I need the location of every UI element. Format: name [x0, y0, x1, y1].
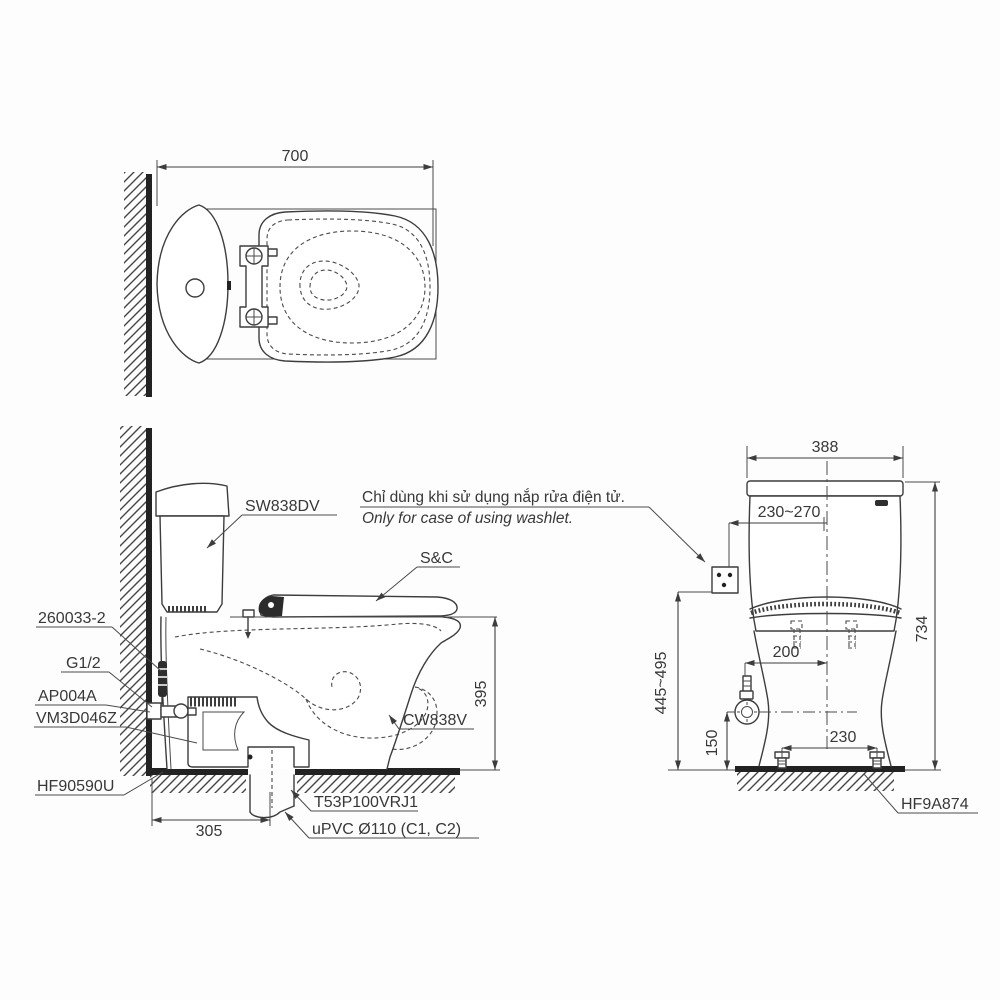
label-drain-socket: VM3D046Z [34, 710, 198, 744]
seat-hinge-pin [268, 602, 274, 608]
label-floor-flange: HF90590U [35, 771, 164, 796]
dim-overall-length: 700 [156, 148, 434, 246]
front-view: 388 230~270 445~495 200 150 [653, 439, 978, 814]
note-vietnamese: Chỉ dùng khi sử dụng nắp rửa điện tử. [362, 489, 625, 506]
seat-hidden-edge [266, 218, 431, 356]
label-text-t53p100vrj1: T53P100VRJ1 [314, 794, 418, 811]
bowl-back-inner-line [165, 616, 172, 770]
label-text-cw838v: CW838V [403, 712, 467, 729]
label-text-vm3d046z: VM3D046Z [36, 710, 117, 727]
label-text-ap004a: AP004A [38, 688, 97, 705]
label-text-sc: S&C [420, 550, 453, 567]
bowl-rim-hidden [279, 230, 426, 344]
label-tank: SW838DV [206, 498, 337, 549]
floor-hatch-right [297, 775, 455, 793]
seat-bolt-nut [242, 609, 255, 618]
supply-pipe-shape [158, 661, 167, 697]
dim-supply-height: 150 [704, 711, 735, 770]
hidden-rim-line [174, 622, 442, 638]
label-text-260033-2: 260033-2 [38, 610, 106, 627]
tank-lid-side [155, 482, 230, 517]
hidden-trap-outlet [391, 686, 438, 751]
hinge-bolt-front-left [790, 620, 803, 649]
bowl-front-profile [386, 616, 462, 770]
wall-line-side-view [146, 428, 152, 776]
floor-line-right [295, 768, 460, 775]
supply-fitting-front [734, 675, 857, 725]
label-supply-pipe: 260033-2 [36, 610, 162, 672]
label-text-sw838dv: SW838DV [245, 498, 320, 515]
dim-text-305: 305 [196, 823, 223, 840]
label-seat: S&C [375, 550, 460, 602]
washlet-note: Chỉ dùng khi sử dụng nắp rửa điện tử. On… [360, 489, 706, 563]
label-text-upvc: uPVC Ø110 (C1, C2) [312, 821, 461, 838]
drain-cavity [202, 711, 246, 751]
water-surface-hidden-inner [309, 269, 348, 301]
dim-text-200: 200 [773, 644, 800, 661]
dim-outlet-height: 445~495 [653, 591, 712, 770]
label-pipe: uPVC Ø110 (C1, C2) [284, 811, 479, 839]
dim-text-230: 230 [830, 729, 857, 746]
tank-lid-front [746, 480, 904, 497]
dim-supply-range: 230~270 [728, 504, 827, 567]
drain-dot [247, 754, 253, 760]
dim-text-445-495: 445~495 [653, 652, 670, 715]
floor-line-left [146, 768, 248, 775]
top-view: 700 [124, 148, 439, 397]
valve-flange [173, 703, 189, 719]
floor-line-front [735, 766, 905, 772]
centerline-tick [227, 281, 231, 290]
label-fixing-kit: HF9A874 [863, 773, 978, 814]
floor-hatch-front [737, 772, 894, 791]
floor-hatch-left [150, 775, 246, 793]
tank-body-front [748, 495, 902, 632]
dim-supply-offset: 200 [744, 644, 827, 676]
dim-tank-width: 388 [746, 439, 904, 478]
dim-text-734: 734 [914, 616, 931, 643]
hinge-bolt-top-cross [246, 248, 262, 264]
label-bowl: CW838V [388, 712, 474, 730]
bowl-left-profile-front [753, 630, 770, 767]
tank-plan [156, 204, 229, 364]
hidden-bowl-curve [199, 648, 362, 711]
brand-logo-mark [875, 500, 888, 506]
power-outlet-box [711, 566, 739, 594]
label-text-hf90590u: HF90590U [37, 778, 114, 795]
bowl-right-profile-front [880, 630, 897, 767]
note-english: Only for case of using washlet. [362, 510, 573, 527]
hinge-bolt-front-right [845, 620, 858, 649]
side-view: 395 305 Chỉ dùng khi sử dụng nắp rửa điệ… [34, 426, 706, 840]
dim-text-230-270: 230~270 [758, 504, 821, 521]
hinge-bracket [239, 245, 269, 328]
valve-outlet [187, 707, 197, 716]
wall-hatch-side-view [120, 426, 146, 776]
dim-text-150: 150 [704, 730, 721, 757]
dim-text-700: 700 [282, 148, 309, 165]
label-text-g12: G1/2 [66, 655, 101, 672]
tank-button [185, 278, 205, 298]
hinge-bolt-bottom-cross [246, 309, 262, 325]
label-text-hf9a874: HF9A874 [901, 796, 969, 813]
label-joint: T53P100VRJ1 [290, 789, 418, 812]
dim-bolt-pitch: 230 [781, 729, 878, 758]
dim-trap-set-out: 305 [151, 778, 271, 840]
seat-bolt-tip [245, 632, 251, 639]
note-leader [648, 506, 706, 563]
wall-line-top-view [146, 174, 152, 397]
dim-text-388: 388 [812, 439, 839, 456]
water-surface-hidden-outer [299, 260, 360, 310]
dim-rim-height: 395 [473, 617, 498, 770]
label-stop-valve: AP004A [35, 688, 151, 713]
washlet-seat-side [259, 594, 458, 618]
dim-text-395: 395 [473, 681, 490, 708]
dim-overall-height: 734 [905, 481, 940, 770]
wall-hatch-top-view [124, 172, 146, 396]
hinge-tab-bottom [267, 316, 278, 325]
valve-hex-nut [146, 702, 162, 720]
label-thread: G1/2 [61, 655, 153, 708]
hinge-tab-top [267, 248, 278, 257]
seat-lid-plan [258, 210, 439, 363]
tank-body-side [159, 515, 225, 613]
